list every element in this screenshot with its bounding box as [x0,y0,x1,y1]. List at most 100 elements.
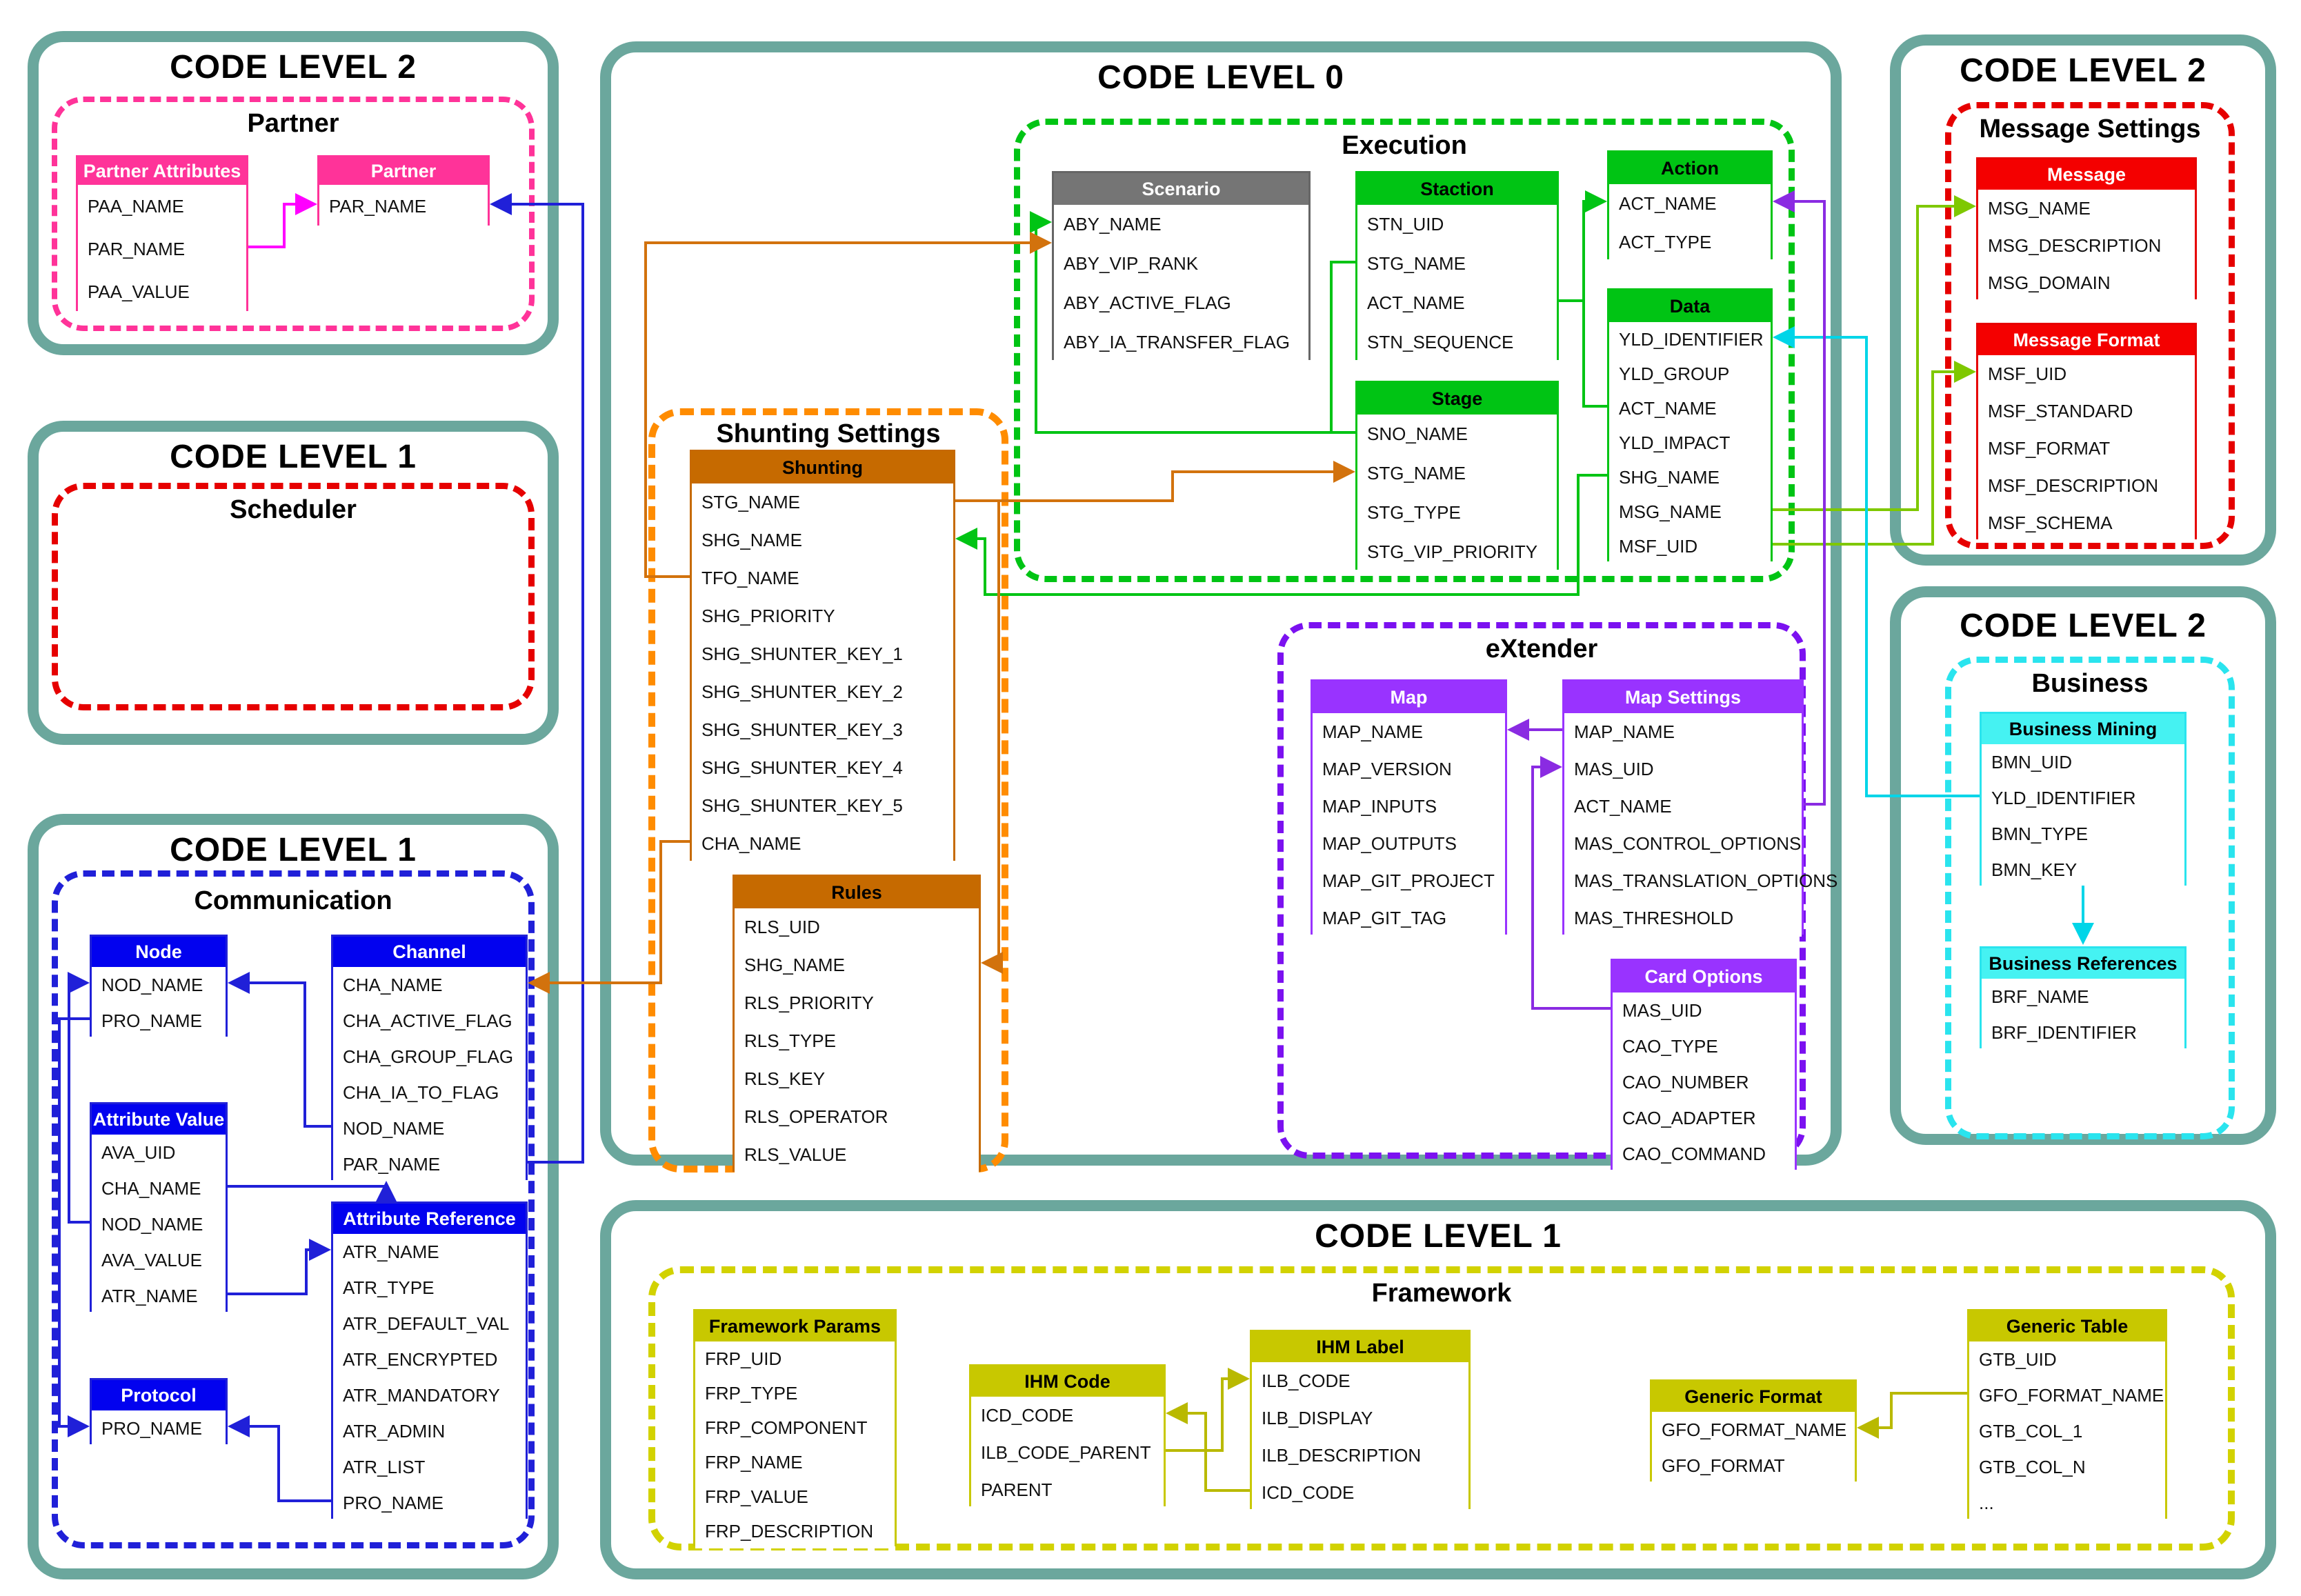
table-row-card_options-3: CAO_ADAPTER [1613,1100,1795,1136]
table-row-generic_table-3: GTB_COL_N [1969,1449,2165,1485]
table-row-staction-3: STN_SEQUENCE [1357,323,1557,362]
table-card_options-header: Card Options [1613,961,1795,992]
table-stage-header: Stage [1357,383,1557,415]
table-row-data-3: YLD_IMPACT [1609,426,1771,460]
table-row-channel-4: NOD_NAME [333,1110,526,1146]
table-generic_table-header: Generic Table [1969,1311,2165,1341]
table-row-map_settings-5: MAS_THRESHOLD [1564,899,1802,937]
table-row-message_format-4: MSF_SCHEMA [1978,504,2195,541]
table-row-generic_table-4: ... [1969,1485,2165,1521]
group-title-partner_box: Partner [247,109,339,138]
table-row-data-5: MSG_NAME [1609,495,1771,529]
table-channel-header: Channel [333,937,526,967]
table-row-shunting-5: SHG_SHUNTER_KEY_2 [692,673,953,711]
group-title-message_box: Message Settings [1979,114,2201,143]
table-row-map-5: MAP_GIT_TAG [1313,899,1505,937]
table-row-message-0: MSG_NAME [1978,190,2195,227]
group-box-business_box [1945,657,2235,1139]
table-row-stage-1: STG_NAME [1357,454,1557,493]
table-row-scenario-3: ABY_IA_TRANSFER_FLAG [1054,323,1308,362]
group-title-scheduler_box: Scheduler [230,495,357,524]
table-row-map-0: MAP_NAME [1313,713,1505,750]
table-row-partner-0: PAR_NAME [319,185,488,228]
table-framework_params-header: Framework Params [695,1311,895,1341]
table-row-generic_table-1: GFO_FORMAT_NAME [1969,1377,2165,1413]
table-map-header: Map [1313,681,1505,713]
table-row-attribute_reference-7: PRO_NAME [333,1485,526,1521]
group-title-execution: Execution [1342,131,1467,160]
table-row-channel-2: CHA_GROUP_FLAG [333,1039,526,1075]
table-row-attribute_value-4: ATR_NAME [92,1278,226,1314]
table-row-message_format-3: MSF_DESCRIPTION [1978,467,2195,504]
table-row-rules-0: RLS_UID [735,908,979,946]
table-row-scenario-2: ABY_ACTIVE_FLAG [1054,283,1308,323]
table-row-ihm_code-2: PARENT [971,1471,1164,1508]
table-row-map_settings-2: ACT_NAME [1564,788,1802,825]
table-business_mining-header: Business Mining [1982,714,2184,744]
table-row-business_references-0: BRF_NAME [1982,979,2184,1015]
table-row-business_mining-3: BMN_KEY [1982,852,2184,888]
table-row-business_mining-2: BMN_TYPE [1982,816,2184,852]
table-row-scenario-0: ABY_NAME [1054,205,1308,244]
table-row-rules-1: SHG_NAME [735,946,979,984]
table-ihm_label-header: IHM Label [1252,1332,1468,1362]
table-row-rules-4: RLS_KEY [735,1060,979,1098]
table-row-data-2: ACT_NAME [1609,391,1771,426]
table-row-map_settings-4: MAS_TRANSLATION_OPTIONS [1564,862,1837,899]
table-action-header: Action [1609,152,1771,184]
table-row-channel-0: CHA_NAME [333,967,526,1003]
table-row-stage-3: STG_VIP_PRIORITY [1357,532,1557,572]
code-level-title-partner_box: CODE LEVEL 2 [170,49,417,86]
table-row-rules-6: RLS_VALUE [735,1136,979,1174]
group-box-framework [648,1266,2235,1550]
table-generic_format-header: Generic Format [1652,1381,1855,1412]
table-row-framework_params-1: FRP_TYPE [695,1376,895,1410]
table-row-action-1: ACT_TYPE [1609,223,1771,261]
table-row-staction-2: ACT_NAME [1357,283,1557,323]
table-attribute_reference-header: Attribute Reference [333,1204,526,1234]
table-row-business_mining-1: YLD_IDENTIFIER [1982,780,2184,816]
table-row-card_options-1: CAO_TYPE [1613,1028,1795,1064]
table-row-map_settings-0: MAP_NAME [1564,713,1802,750]
table-partner_attributes-header: Partner Attributes [78,157,246,185]
table-row-framework_params-5: FRP_DESCRIPTION [695,1514,895,1548]
table-row-data-4: SHG_NAME [1609,460,1771,495]
table-row-map-1: MAP_VERSION [1313,750,1505,788]
table-row-business_references-1: BRF_IDENTIFIER [1982,1015,2184,1050]
table-row-staction-0: STN_UID [1357,205,1557,244]
table-row-channel-5: PAR_NAME [333,1146,526,1182]
table-row-ihm_label-0: ILB_CODE [1252,1362,1468,1399]
code-level-title-level0_box: CODE LEVEL 0 [1097,59,1344,96]
table-row-attribute_value-0: AVA_UID [92,1135,226,1170]
group-title-framework: Framework [1371,1279,1512,1308]
table-row-data-0: YLD_IDENTIFIER [1609,322,1771,357]
table-row-partner_attributes-2: PAA_VALUE [78,270,246,313]
table-row-ihm_label-3: ICD_CODE [1252,1474,1468,1511]
table-row-node-1: PRO_NAME [92,1003,226,1039]
table-row-card_options-4: CAO_COMMAND [1613,1136,1795,1172]
table-row-attribute_value-1: CHA_NAME [92,1170,226,1206]
code-level-title-comm_box: CODE LEVEL 1 [170,832,417,868]
code-level-title-message_box: CODE LEVEL 2 [1960,52,2207,89]
table-row-stage-2: STG_TYPE [1357,493,1557,532]
table-staction-header: Staction [1357,173,1557,205]
group-title-shunting_grp: Shunting Settings [716,419,941,448]
table-row-map-3: MAP_OUTPUTS [1313,825,1505,862]
table-row-data-1: YLD_GROUP [1609,357,1771,391]
table-row-map_settings-3: MAS_CONTROL_OPTIONS [1564,825,1802,862]
